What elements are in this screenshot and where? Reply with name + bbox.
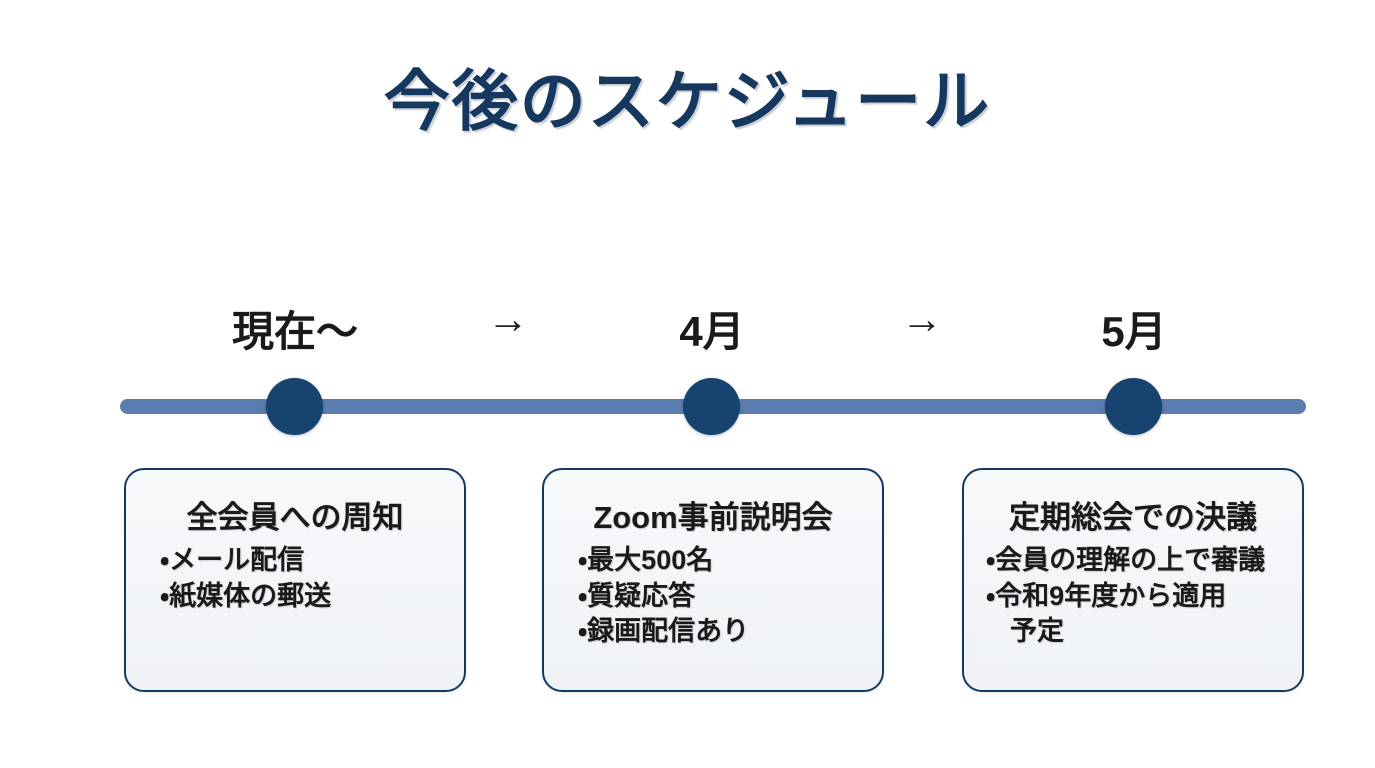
list-item: ・録画配信あり [578,616,750,647]
detail-card-title: 全会員への周知 [186,500,404,535]
list-item: ・令和9年度から適用 予定 [986,580,1227,647]
detail-card-2: Zoom事前説明会 ・最大500名 ・質疑応答 ・録画配信あり [542,468,884,692]
detail-card-bullet-list: ・メール配信 ・紙媒体の郵送 [126,543,464,614]
stage-label-3: 5月 [1101,308,1167,355]
detail-card-1: 全会員への周知 ・メール配信 ・紙媒体の郵送 [124,468,466,692]
detail-card-title: Zoom事前説明会 [593,500,833,535]
timeline-node-1 [266,378,323,435]
arrow-right-icon: → [901,295,943,342]
detail-card-bullet-list: ・会員の理解の上で審議 ・令和9年度から適用 予定 [964,543,1302,650]
arrow-right-icon: → [487,295,529,342]
detail-card-3: 定期総会での決議 ・会員の理解の上で審議 ・令和9年度から適用 予定 [962,468,1304,692]
list-item: ・会員の理解の上で審議 [986,545,1266,575]
detail-card-title: 定期総会での決議 [1009,500,1257,535]
list-item: ・紙媒体の郵送 [160,580,332,611]
stage-label-2: 4月 [679,308,745,355]
stage-label-1: 現在〜 [231,308,358,355]
timeline-node-3 [1105,378,1162,435]
list-item: ・最大500名 [578,545,714,575]
timeline-node-2 [683,378,740,435]
page-title: 今後のスケジュール [383,64,992,138]
list-item: ・メール配信 [160,545,305,575]
detail-card-bullet-list: ・最大500名 ・質疑応答 ・録画配信あり [544,543,882,650]
list-item: ・質疑応答 [578,580,696,611]
